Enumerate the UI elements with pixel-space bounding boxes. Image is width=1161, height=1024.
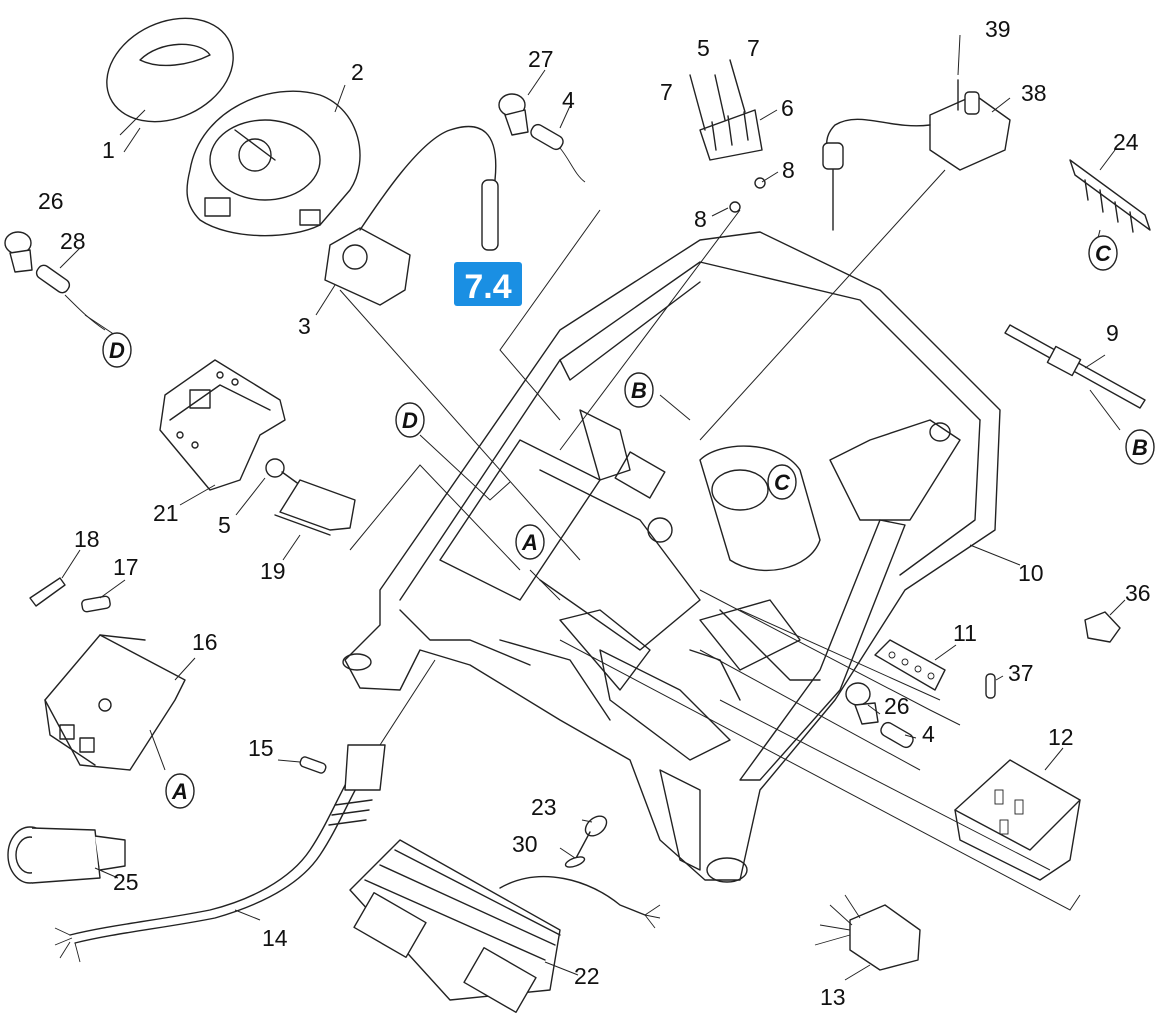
callout-23: 23: [531, 794, 557, 820]
callout-7-left: 7: [660, 79, 673, 105]
callout-28: 28: [60, 228, 86, 254]
part-16-module: [44, 634, 186, 771]
callout-25: 25: [113, 869, 139, 895]
callout-17: 17: [113, 554, 139, 580]
callout-18: 18: [74, 526, 100, 552]
ref-C-center: C: [774, 470, 791, 495]
callout-27: 27: [528, 46, 554, 72]
part-12-box: [954, 759, 1081, 881]
callout-4-right: 4: [922, 721, 935, 747]
callout-26-left: 26: [38, 188, 64, 214]
callout-numbers: 1 2 3 4 4 5 5 6 7 7 8 8 9 10 11 12 13 14…: [38, 16, 1151, 1010]
callout-6: 6: [781, 95, 794, 121]
ref-B-center-circle: [624, 372, 654, 408]
callout-5-top: 5: [697, 35, 710, 61]
part-9-bar: [1004, 324, 1146, 409]
part-14-cable: [54, 744, 386, 963]
callout-16: 16: [192, 629, 218, 655]
callout-15: 15: [248, 735, 274, 761]
ref-D-left: D: [109, 338, 125, 363]
part-17-fuse: [81, 595, 111, 613]
part-27-grommet: [498, 93, 586, 183]
ref-A-center: A: [521, 530, 538, 555]
ref-B-right: B: [1132, 435, 1148, 460]
part-2-dial-housing: [186, 90, 361, 237]
ref-A-left: A: [171, 779, 188, 804]
part-11-terminal-strip: [874, 639, 946, 691]
callout-3: 3: [298, 313, 311, 339]
part-37-fuse: [985, 673, 996, 699]
part-38-relay: [822, 79, 1011, 231]
part-housing: [342, 231, 1001, 883]
callout-12: 12: [1048, 724, 1074, 750]
badge-label[interactable]: 7.4: [464, 268, 511, 306]
ref-C-right-circle: [1088, 235, 1118, 271]
ref-D-center-circle: [395, 402, 425, 438]
callout-13: 13: [820, 984, 846, 1010]
callout-30: 30: [512, 831, 538, 857]
callout-8-left: 8: [694, 206, 707, 232]
part-13-capacitor: [814, 894, 921, 971]
ref-D-left-circle: [102, 332, 132, 368]
callout-24: 24: [1113, 129, 1139, 155]
section-badge[interactable]: 7.4: [454, 262, 522, 306]
callout-10: 10: [1018, 560, 1044, 586]
part-1-knob: [106, 17, 234, 123]
leader-lines: [59, 34, 1126, 981]
callout-7-right: 7: [747, 35, 760, 61]
part-26-4-grommet-right: [845, 682, 914, 749]
part-3-thermostat: [324, 125, 499, 306]
part-22-transformer: [349, 839, 561, 1014]
part-24-connector-strip: [1069, 159, 1151, 233]
badge-background: [454, 262, 522, 306]
callout-5-left: 5: [218, 512, 231, 538]
part-23-screw: [564, 815, 608, 868]
part-6-terminal-block: [689, 59, 763, 161]
callout-26-right: 26: [884, 693, 910, 719]
ref-A-center-circle: [515, 524, 545, 560]
part-25-plug: [7, 826, 126, 884]
callout-38: 38: [1021, 80, 1047, 106]
part-18-pin: [29, 577, 66, 607]
part-21-contactor: [159, 359, 286, 491]
callout-1: 1: [102, 137, 115, 163]
callout-39: 39: [985, 16, 1011, 42]
ref-C-right: C: [1095, 241, 1112, 266]
callout-21: 21: [153, 500, 179, 526]
callout-2: 2: [351, 59, 364, 85]
ref-B-center: B: [631, 378, 647, 403]
callout-22: 22: [574, 963, 600, 989]
part-36-clamp: [1084, 611, 1121, 643]
ref-C-center-circle: [767, 464, 797, 500]
ref-A-left-circle: [165, 773, 195, 809]
callout-4-top: 4: [562, 87, 575, 113]
callout-36: 36: [1125, 580, 1151, 606]
part-wire: [499, 875, 661, 929]
callout-8-right: 8: [782, 157, 795, 183]
part-26-28-grommet-left: [4, 231, 106, 331]
ref-D-center: D: [402, 408, 418, 433]
part-19-clip: [274, 479, 356, 536]
callout-11: 11: [953, 620, 977, 646]
reference-markers: D D B B C C A A: [102, 235, 1155, 809]
callout-19: 19: [260, 558, 286, 584]
callout-37: 37: [1008, 660, 1034, 686]
part-15-sleeve: [299, 756, 327, 774]
ref-B-right-circle: [1125, 429, 1155, 465]
callout-14: 14: [262, 925, 288, 951]
part-5-screw: [265, 458, 301, 486]
callout-9: 9: [1106, 320, 1119, 346]
